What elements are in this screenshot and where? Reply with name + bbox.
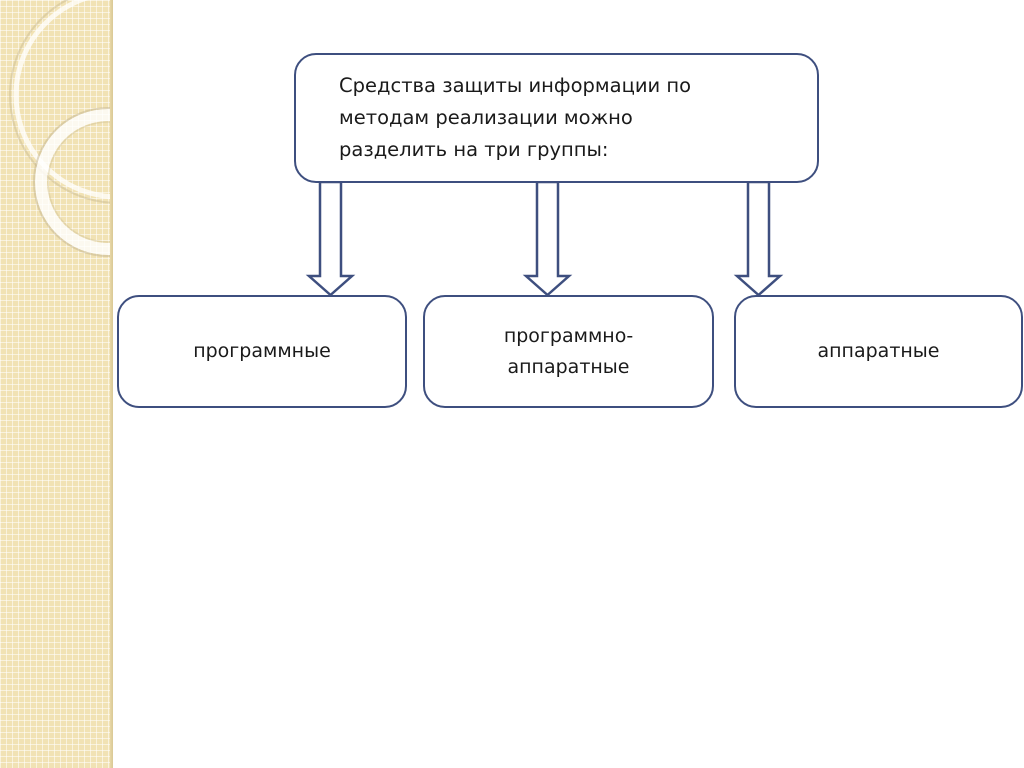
root-label: Средства защиты информации по методам ре… — [339, 74, 692, 161]
child-box-programmnye: программные — [117, 295, 407, 408]
root-box: Средства защиты информации по методам ре… — [294, 53, 819, 183]
child-label-programmno-apparatnye: программно- аппаратные — [503, 324, 634, 378]
child-label-apparatnye: аппаратные — [817, 340, 940, 362]
decorative-side-strip — [0, 0, 113, 768]
child-box-programmno-apparatnye: программно- аппаратные — [423, 295, 714, 408]
child-box-apparatnye: аппаратные — [734, 295, 1023, 408]
arrow-to-programmnye — [305, 180, 356, 297]
arrow-to-programmno-apparatnye — [522, 180, 573, 297]
child-label-programmnye: программные — [193, 340, 331, 362]
decorative-rings — [9, 0, 113, 257]
arrow-to-apparatnye — [733, 180, 784, 297]
